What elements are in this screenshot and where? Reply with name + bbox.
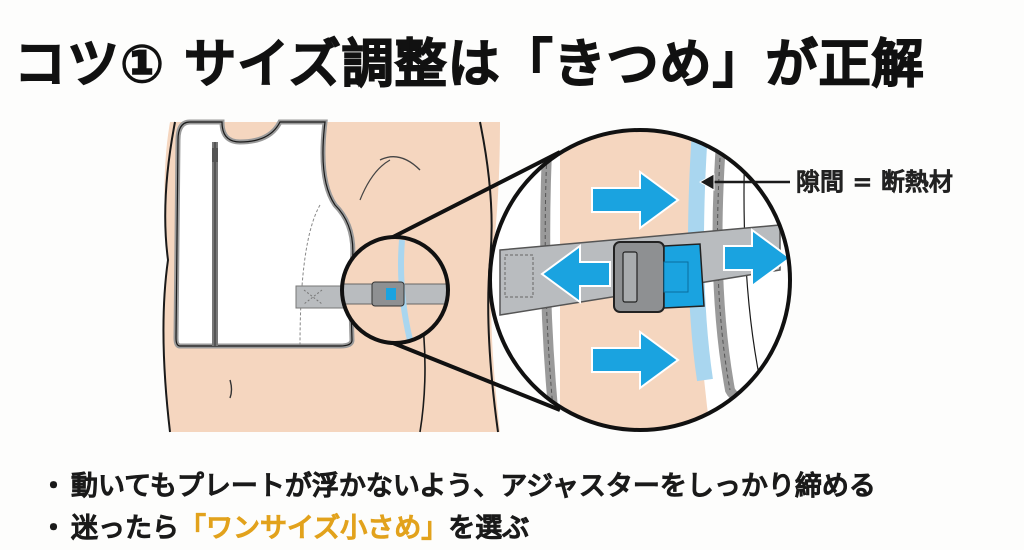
connector-line-top (392, 150, 561, 239)
arrow-right-icon (591, 170, 680, 230)
page-title: コツ① サイズ調整は「きつめ」が正解 (13, 34, 925, 95)
tip-prefix: 迷ったら (71, 513, 180, 545)
magnified-circle (488, 128, 792, 432)
arrow-left-icon (540, 244, 611, 304)
tip-suffix: を選ぶ (448, 513, 530, 545)
tip-text: 動いてもプレートが浮かないよう、アジャスターをしっかり締める (71, 471, 876, 503)
small-zoom-circle (340, 235, 450, 345)
gap-insulation-label: 隙間 = 断熱材 (796, 168, 953, 196)
tip-item: ・迷ったら「ワンサイズ小さめ」を選ぶ (40, 508, 876, 550)
connector-line-bottom (392, 341, 561, 412)
tip-item: ・動いてもプレートが浮かないよう、アジャスターをしっかり締める (40, 466, 876, 508)
vest (173, 119, 356, 349)
bullet-marker: ・ (40, 513, 68, 545)
vest-adjustment-illustration (162, 119, 792, 433)
tip-highlight: 「ワンサイズ小さめ」 (179, 513, 449, 545)
tighten-arrows (540, 170, 790, 390)
arrow-right-icon (723, 228, 790, 288)
callout-arrow (698, 173, 790, 191)
buckle (613, 241, 705, 313)
bullet-marker: ・ (40, 471, 68, 503)
arrow-right-icon (591, 330, 680, 390)
tips-list: ・動いてもプレートが浮かないよう、アジャスターをしっかり締める ・迷ったら「ワン… (40, 466, 876, 550)
